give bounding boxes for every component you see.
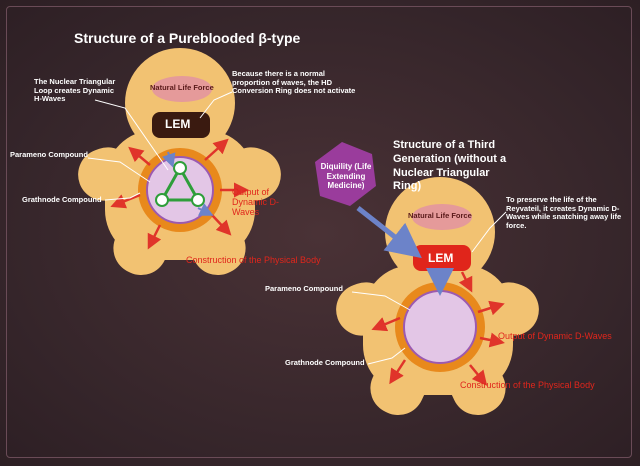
label-parameno-left: Parameno Compound	[10, 150, 88, 159]
label-preserve-life: To preserve the life of the Reyvateil, i…	[506, 195, 622, 230]
left-lem-block	[152, 112, 210, 138]
label-construction-left: Construction of the Physical Body	[186, 255, 321, 265]
left-life-force-oval	[152, 76, 212, 102]
left-blue-arrows	[162, 151, 214, 216]
label-lem-right: LEM	[428, 251, 454, 265]
title-third-generation: Structure of a Third Generation (without…	[393, 139, 507, 193]
left-output-arrows	[110, 138, 249, 250]
title-pureblooded: Structure of a Pureblooded β-type	[74, 30, 301, 46]
right-lem-block	[413, 245, 471, 271]
diquility-hexagon	[315, 142, 376, 206]
label-grathnode-right: Grathnode Compound	[285, 358, 365, 367]
right-output-arrows	[371, 271, 505, 386]
right-life-force-oval	[412, 204, 472, 230]
label-grathnode-left: Grathnode Compound	[22, 195, 102, 204]
right-parameno-core	[403, 290, 477, 364]
label-diquility: Diquility (Life Extending Medicine)	[320, 162, 372, 191]
label-lem-left: LEM	[165, 117, 191, 131]
label-output-left: Output of Dynamic D-Waves	[232, 187, 280, 217]
label-parameno-right: Parameno Compound	[265, 284, 343, 293]
frame-border	[6, 6, 632, 458]
diquility-arrow	[356, 206, 422, 259]
label-life-force-right: Natural Life Force	[408, 211, 472, 220]
label-normal-proportion: Because there is a normal proportion of …	[232, 69, 356, 96]
left-nuclear-triangle	[155, 161, 205, 207]
label-output-right: Output of Dynamic D-Waves	[498, 331, 612, 341]
left-leader-lines	[87, 91, 233, 201]
label-life-force-left: Natural Life Force	[150, 83, 214, 92]
label-nuclear-loop: The Nuclear Triangular Loop creates Dyna…	[34, 77, 116, 104]
label-construction-right: Construction of the Physical Body	[460, 380, 595, 390]
right-leader-lines	[351, 211, 507, 365]
